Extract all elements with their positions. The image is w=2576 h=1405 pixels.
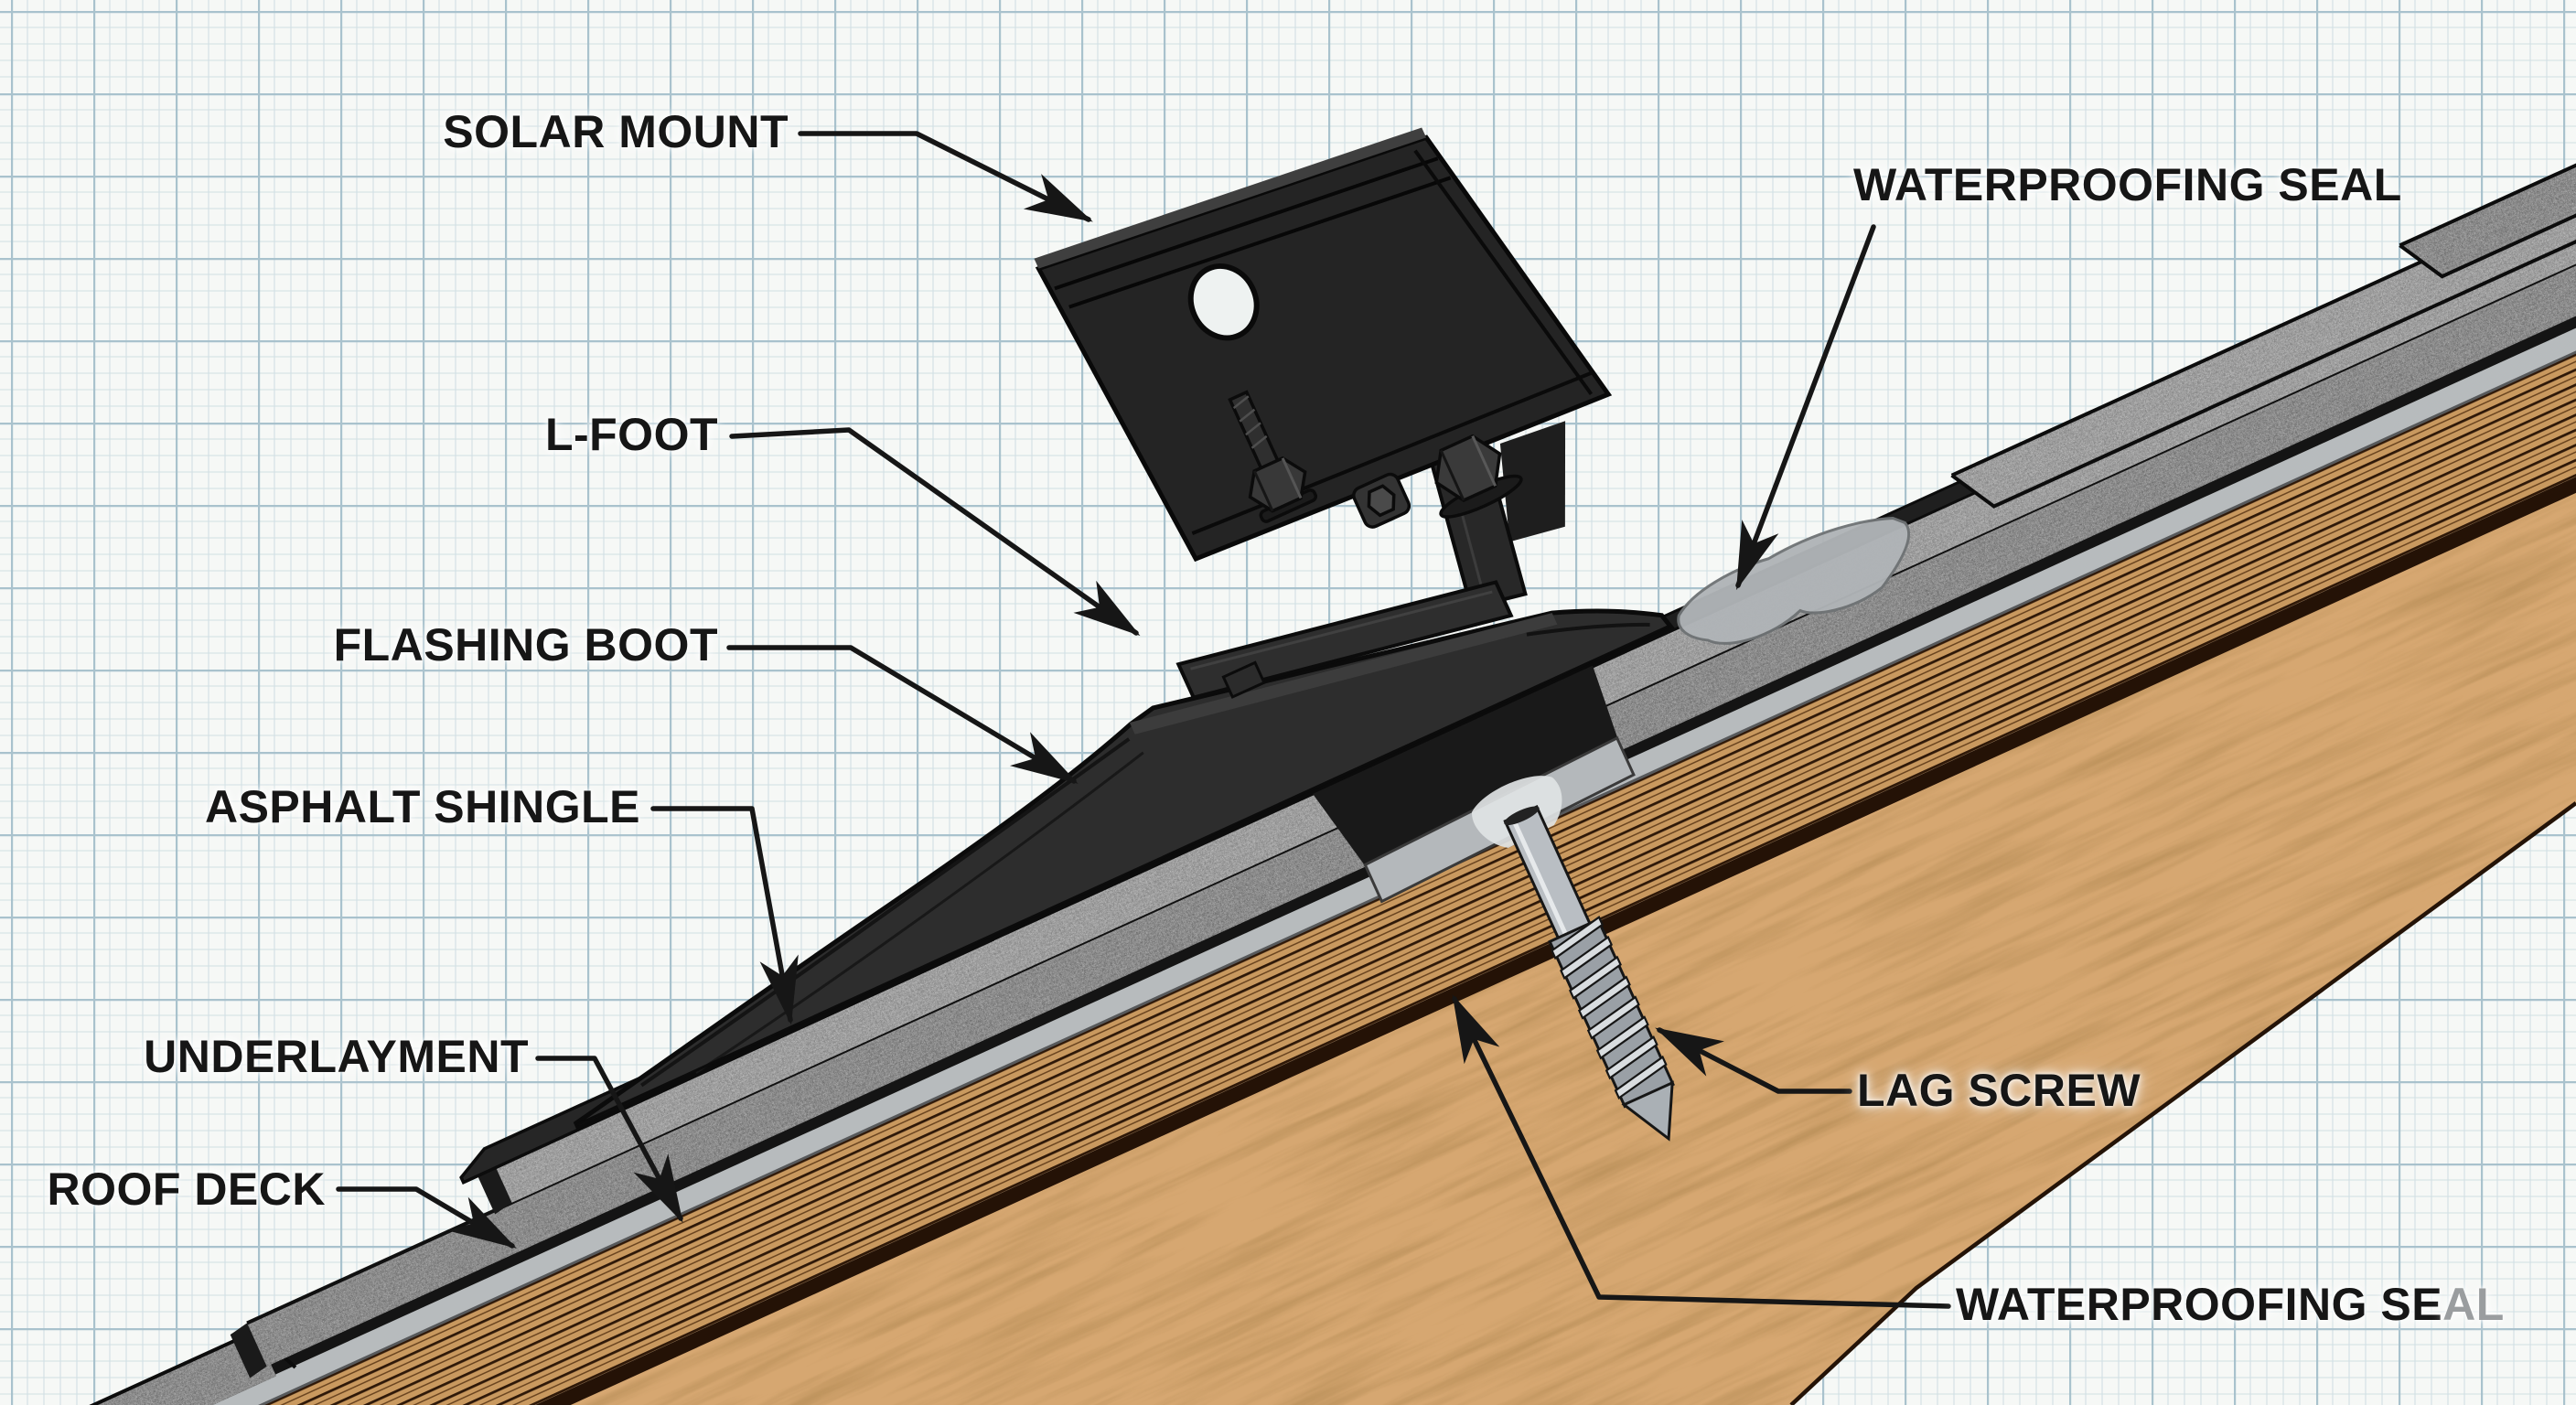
- label-lag-screw: LAG SCREW: [1857, 1065, 2141, 1116]
- leader-underlayment: [535, 1056, 683, 1223]
- label-waterproofing-seal-bottom-main: WATERPROOFING SE: [1956, 1279, 2443, 1330]
- label-asphalt-shingle: ASPHALT SHINGLE: [204, 781, 640, 832]
- leader-solar-mount: [798, 131, 1093, 222]
- label-waterproofing-seal-bottom: WATERPROOFING SEAL: [1956, 1278, 2505, 1331]
- leader-lag-screw: [1655, 1027, 1852, 1094]
- mount-hole: [1187, 263, 1260, 341]
- leader-flashing-boot: [726, 645, 1079, 784]
- solar-mount-plate: [1034, 127, 1613, 563]
- label-l-foot: L-FOOT: [544, 409, 718, 460]
- leader-asphalt-shingle: [650, 806, 799, 1025]
- leader-l-foot: [729, 427, 1141, 637]
- label-underlayment: UNDERLAYMENT: [144, 1031, 529, 1082]
- flashing-boot-body: [573, 608, 1675, 1132]
- asphalt-shingle-upper-course-b: [2399, 0, 2576, 279]
- label-waterproofing-seal-top: WATERPROOFING SEAL: [1853, 159, 2402, 210]
- leader-waterproofing-seal-top: [1735, 224, 1876, 591]
- lag-screw-body: [1503, 805, 1675, 1142]
- roof-deck-laminations: [0, 154, 2576, 1405]
- graph-paper-cutout: [1789, 801, 2576, 1405]
- mount-fasteners: [1228, 390, 1523, 529]
- cutaway-void: [1307, 652, 1620, 869]
- leader-roof-deck: [336, 1186, 517, 1249]
- label-solar-mount: SOLAR MOUNT: [443, 106, 789, 157]
- label-waterproofing-seal-bottom-fade: AL: [2442, 1279, 2505, 1330]
- boot-stud-nub: [1221, 660, 1266, 699]
- label-roof-deck: ROOF DECK: [47, 1164, 326, 1215]
- label-flashing-boot: FLASHING BOOT: [333, 619, 718, 670]
- leader-waterproofing-seal-bottom: [1452, 994, 1951, 1309]
